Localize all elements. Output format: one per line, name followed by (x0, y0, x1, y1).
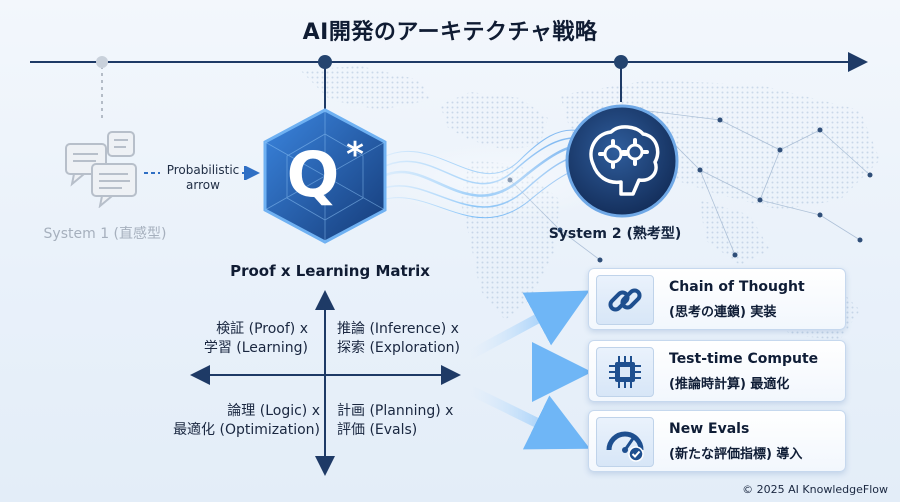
qstar-letter: Q (287, 138, 340, 211)
card-title: Chain of Thought (669, 279, 805, 295)
quadrant-top-right-line1: 推論 (Inference) x (337, 321, 459, 337)
quadrant-top-left: 検証 (Proof) x 学習 (Learning) (160, 320, 308, 358)
matrix-title: Proof x Learning Matrix (230, 262, 430, 280)
card-title: New Evals (669, 421, 750, 437)
timeline-node-qstar (318, 55, 332, 69)
probabilistic-line2: arrow (186, 178, 220, 192)
quadrant-bottom-right: 計画 (Planning) x 評価 (Evals) (337, 402, 497, 440)
card-title: Test-time Compute (669, 351, 819, 367)
qstar-asterisk: * (346, 135, 364, 175)
quadrant-top-right: 推論 (Inference) x 探索 (Exploration) (337, 320, 497, 358)
card-icon-box (596, 275, 654, 325)
card-test-time-compute: Test-time Compute (推論時計算) 最適化 (588, 340, 846, 402)
card-icon-box (596, 347, 654, 397)
beam-arrows (465, 290, 592, 450)
probabilistic-arrow-label: Probabilistic arrow (158, 163, 248, 193)
system1-label: System 1 (直感型) (43, 226, 167, 242)
copyright: © 2025 AI KnowledgeFlow (742, 483, 888, 496)
quadrant-bottom-left-line1: 論理 (Logic) x (227, 403, 320, 419)
quadrant-bottom-left: 論理 (Logic) x 最適化 (Optimization) (150, 402, 320, 440)
brain-gears-icon (565, 104, 679, 218)
quadrant-top-right-line2: 探索 (Exploration) (337, 340, 460, 356)
card-new-evals: New Evals (新たな評価指標) 導入 (588, 410, 846, 472)
timeline-node-system1 (96, 56, 108, 68)
quadrant-bottom-left-line2: 最適化 (Optimization) (173, 422, 320, 438)
quadrant-top-left-line2: 学習 (Learning) (203, 340, 308, 356)
probabilistic-arrow (144, 166, 260, 180)
chat-bubbles-icon (65, 131, 137, 208)
card-chain-of-thought: Chain of Thought (思考の連鎖) 実装 (588, 268, 846, 330)
card-subtitle: (新たな評価指標) 導入 (669, 447, 803, 462)
chain-link-icon (608, 288, 642, 312)
card-subtitle: (推論時計算) 最適化 (669, 377, 790, 392)
processor-chip-icon (609, 356, 641, 388)
probabilistic-line1: Probabilistic (166, 163, 240, 177)
timeline-node-system2 (614, 55, 628, 69)
qstar-hexagon: Q * (263, 108, 387, 244)
quadrant-bottom-right-line1: 計画 (Planning) x (337, 403, 454, 419)
gauge-check-icon (606, 431, 644, 462)
quadrant-bottom-right-line2: 評価 (Evals) (337, 422, 418, 438)
page-title: AI開発のアーキテクチャ戦略 (302, 20, 598, 45)
system2-label: System 2 (熟考型) (548, 226, 682, 242)
quadrant-top-left-line1: 検証 (Proof) x (216, 321, 308, 337)
card-subtitle: (思考の連鎖) 実装 (669, 305, 777, 320)
card-icon-box (596, 417, 654, 467)
